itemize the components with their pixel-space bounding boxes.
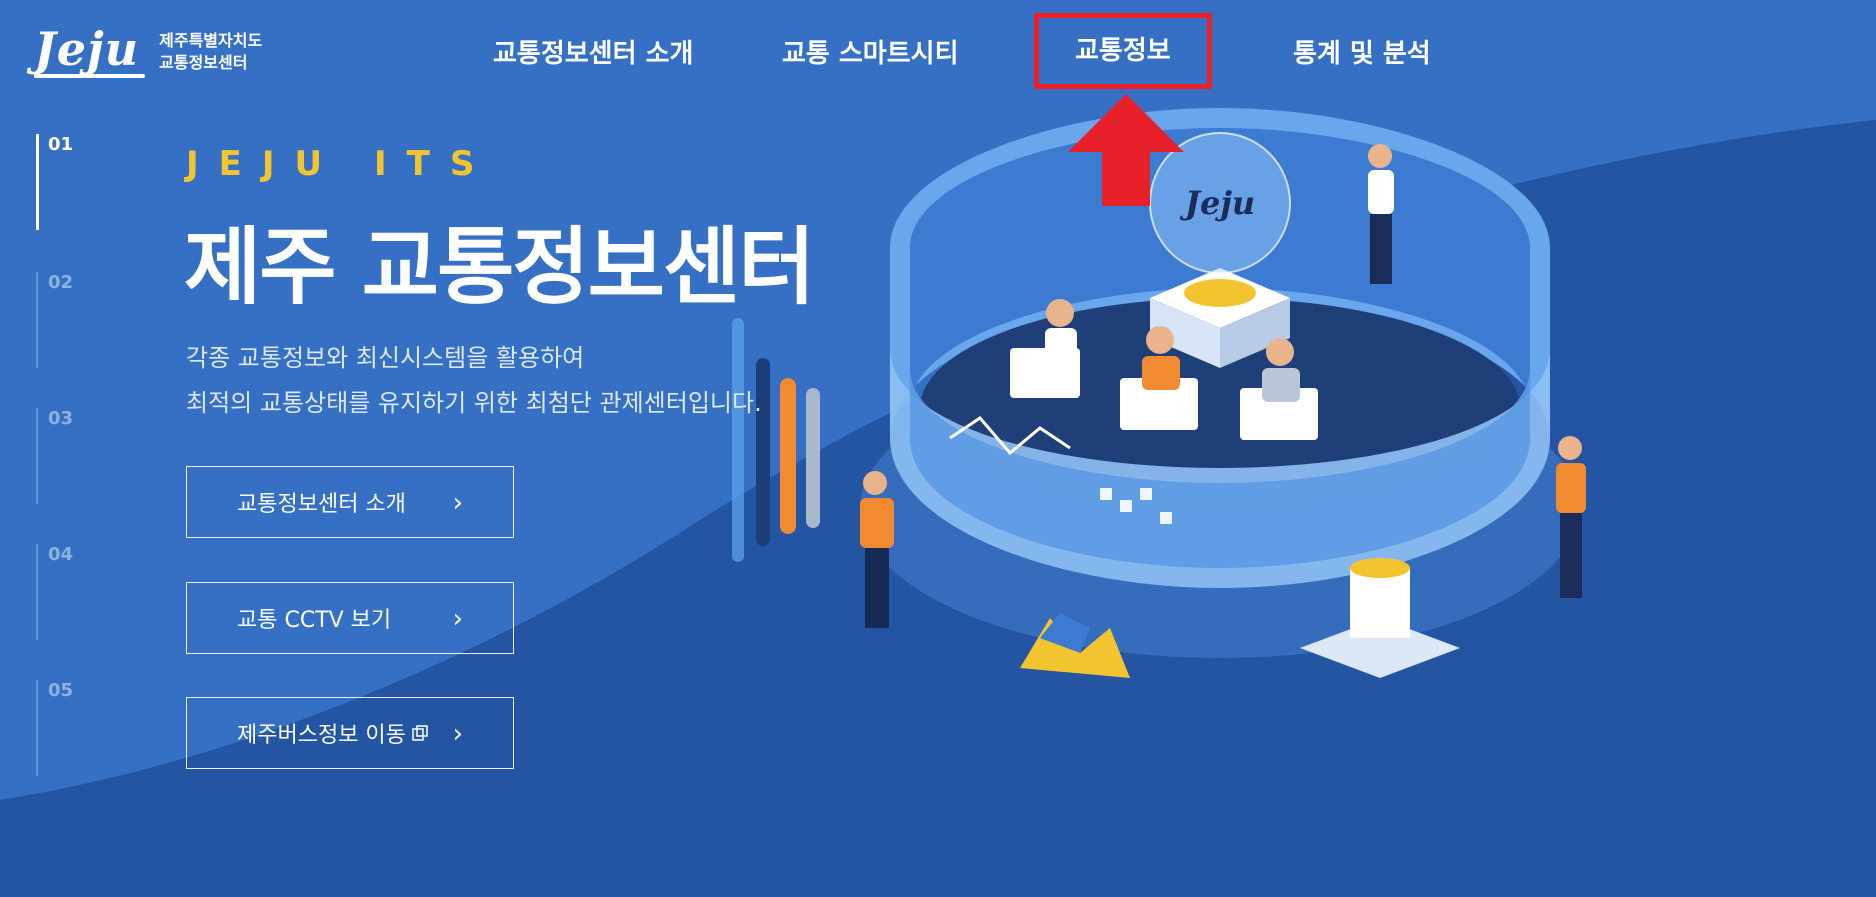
pager-number: 02 bbox=[48, 272, 74, 293]
pager-item-03[interactable]: 03 bbox=[36, 408, 96, 504]
site-logo[interactable]: Jeju 제주특별자치도 교통정보센터 bbox=[34, 26, 262, 78]
pager-number: 05 bbox=[48, 680, 74, 701]
nav-item-smart-city[interactable]: 교통 스마트시티 bbox=[782, 39, 959, 69]
nav-item-statistics[interactable]: 통계 및 분석 bbox=[1293, 39, 1431, 69]
button-label: 제주버스정보 이동 bbox=[237, 723, 406, 748]
button-label: 교통정보센터 소개 bbox=[237, 492, 406, 517]
nav-item-center-intro[interactable]: 교통정보센터 소개 bbox=[493, 39, 694, 69]
button-label: 교통 CCTV 보기 bbox=[237, 608, 392, 633]
chevron-right-icon: › bbox=[452, 719, 463, 749]
hero-desc-line-2: 최적의 교통상태를 유지하기 위한 최첨단 관제센터입니다. bbox=[186, 389, 762, 417]
hero-title: 제주 교통정보센터 bbox=[184, 218, 815, 316]
bus-info-button[interactable]: 제주버스정보 이동 › bbox=[186, 697, 514, 769]
red-arrow-icon bbox=[1068, 94, 1184, 206]
logo-line-1: 제주특별자치도 bbox=[159, 31, 263, 50]
new-window-icon bbox=[412, 725, 428, 741]
pager-item-04[interactable]: 04 bbox=[36, 544, 96, 640]
chevron-right-icon: › bbox=[452, 488, 463, 518]
hero-desc-line-1: 각종 교통정보와 최신시스템을 활용하여 bbox=[186, 344, 585, 372]
hero-eyebrow: JEJU ITS bbox=[186, 144, 495, 184]
globe-logo: Jeju bbox=[1179, 184, 1255, 222]
pager-item-02[interactable]: 02 bbox=[36, 272, 96, 368]
center-intro-button[interactable]: 교통정보센터 소개 › bbox=[186, 466, 514, 538]
hero-description: 각종 교통정보와 최신시스템을 활용하여 최적의 교통상태를 유지하기 위한 최… bbox=[186, 336, 762, 426]
standing-people bbox=[860, 144, 1586, 628]
logo-line-2: 교통정보센터 bbox=[159, 53, 248, 72]
operators bbox=[1010, 299, 1318, 440]
pager-number: 04 bbox=[48, 544, 74, 565]
bar-column-decorations bbox=[732, 318, 820, 562]
server-stack bbox=[1300, 558, 1460, 678]
chevron-right-icon: › bbox=[452, 604, 463, 634]
header: Jeju 제주특별자치도 교통정보센터 교통정보센터 소개 교통 스마트시티 교… bbox=[0, 0, 1876, 108]
logo-text: 제주특별자치도 교통정보센터 bbox=[159, 30, 262, 74]
cctv-button[interactable]: 교통 CCTV 보기 › bbox=[186, 582, 514, 654]
nav-item-traffic-info[interactable]: 교통정보 bbox=[1034, 13, 1212, 89]
pager-item-05[interactable]: 05 bbox=[36, 680, 96, 776]
pager-number: 01 bbox=[48, 134, 74, 155]
pager-item-01[interactable]: 01 bbox=[36, 134, 96, 230]
pager-number: 03 bbox=[48, 408, 74, 429]
control-center-illustration: Jeju bbox=[732, 108, 1586, 678]
jeju-logo-mark: Jeju bbox=[34, 22, 146, 78]
